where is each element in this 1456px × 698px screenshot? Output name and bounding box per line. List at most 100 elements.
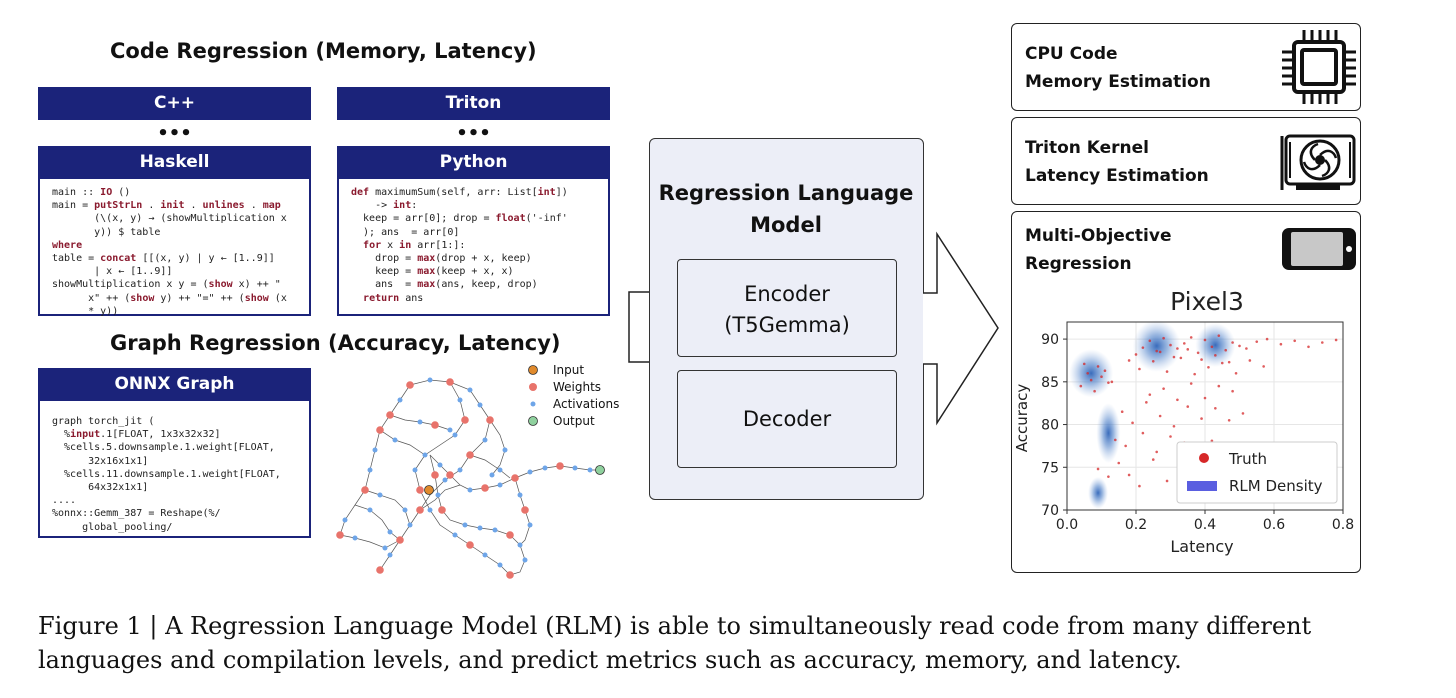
lang-cpp-header: C++ <box>38 87 311 120</box>
truth-point <box>1107 475 1110 478</box>
truth-point <box>1248 359 1252 362</box>
truth-point <box>1210 345 1214 349</box>
truth-point <box>1117 461 1121 465</box>
ellipsis-left: ••• <box>157 123 192 144</box>
output-node <box>595 465 605 475</box>
decoder-label: Decoder <box>742 407 832 431</box>
truth-point <box>1165 479 1169 483</box>
truth-point <box>1203 338 1207 342</box>
rlm-model-block: Regression Language Model Encoder (T5Gem… <box>649 138 924 500</box>
truth-point <box>1138 484 1141 488</box>
truth-point <box>1162 336 1165 340</box>
truth-point <box>1148 393 1152 396</box>
multi-label-line1: Multi-Objective <box>1025 226 1172 246</box>
encoder-label: Encoder <box>744 282 830 306</box>
truth-point <box>1262 365 1265 368</box>
y-tick-label: 80 <box>1041 418 1059 434</box>
y-tick-label: 70 <box>1041 503 1059 519</box>
gpu-card-icon <box>1280 134 1356 190</box>
truth-point <box>1189 336 1193 339</box>
truth-point <box>1103 369 1107 373</box>
truth-point <box>1127 359 1131 362</box>
legend-weights-icon <box>529 383 537 391</box>
graph-legend-markers <box>528 365 538 426</box>
legend-truth-marker <box>1199 453 1209 463</box>
triton-label-line2: Latency Estimation <box>1025 166 1209 186</box>
truth-point <box>1082 362 1086 366</box>
truth-point <box>1141 431 1145 435</box>
truth-point <box>1189 382 1193 385</box>
triton-latency-output: Triton Kernel Latency Estimation <box>1011 117 1361 205</box>
truth-point <box>1245 347 1248 350</box>
caption-line2: languages and compilation levels, and pr… <box>38 646 1182 674</box>
graph-legend: Input Weights Activations Output <box>526 362 636 434</box>
truth-point <box>1100 375 1103 378</box>
truth-point <box>1217 334 1221 337</box>
truth-point <box>1196 351 1200 355</box>
triton-label-line1: Triton Kernel <box>1025 138 1150 158</box>
truth-point <box>1165 370 1169 373</box>
truth-point <box>1169 343 1172 347</box>
truth-point <box>1217 384 1221 388</box>
truth-point <box>1172 355 1176 359</box>
onnx-code-panel: graph torch_jit ( %input.1[FLOAT, 1x3x32… <box>38 401 311 538</box>
x-tick-label: 0.4 <box>1194 517 1216 533</box>
cpu-label-line2: Memory Estimation <box>1025 72 1211 92</box>
code-regression-title: Code Regression (Memory, Latency) <box>110 39 537 63</box>
truth-point <box>1214 354 1217 357</box>
encoder-model-label: (T5Gemma) <box>724 313 850 337</box>
truth-point <box>1207 365 1210 369</box>
density-blob <box>1088 476 1109 509</box>
truth-point <box>1096 365 1100 368</box>
truth-point <box>1151 360 1155 363</box>
chart-title: Pixel3 <box>1170 287 1244 316</box>
truth-point <box>1321 341 1324 344</box>
decoder-block: Decoder <box>677 370 897 468</box>
onnx-code: graph torch_jit ( %input.1[FLOAT, 1x3x32… <box>52 416 281 533</box>
truth-point <box>1224 348 1227 352</box>
truth-point <box>1114 438 1117 442</box>
truth-point <box>1220 361 1224 365</box>
truth-point <box>1234 371 1238 375</box>
truth-point <box>1255 340 1259 343</box>
rlm-title-line2: Model <box>750 213 822 237</box>
graph-nodes <box>336 377 605 579</box>
truth-point <box>1107 381 1110 384</box>
truth-point <box>1227 360 1231 364</box>
truth-point <box>1186 348 1190 351</box>
truth-point <box>1134 353 1138 356</box>
x-axis-label: Latency <box>1170 537 1233 556</box>
haskell-code-panel: main :: IO () main = putStrLn . init . u… <box>38 179 311 317</box>
graph-regression-title: Graph Regression (Accuracy, Latency) <box>110 331 561 355</box>
truth-point <box>1193 372 1196 376</box>
truth-point <box>1169 435 1172 438</box>
legend-truth-label: Truth <box>1228 450 1267 468</box>
truth-point <box>1238 344 1241 348</box>
truth-point <box>1141 346 1145 349</box>
lang-haskell-header: Haskell <box>38 146 311 179</box>
chart-legend: Truth RLM Density <box>1176 441 1338 504</box>
y-tick-label: 85 <box>1041 375 1059 391</box>
truth-point <box>1155 349 1158 353</box>
lang-triton-header: Triton <box>337 87 610 120</box>
truth-point <box>1241 412 1245 415</box>
cpu-chip-icon <box>1282 30 1356 104</box>
truth-point <box>1151 458 1155 461</box>
truth-point <box>1231 341 1234 344</box>
legend-activations-icon <box>530 401 536 407</box>
truth-point <box>1155 450 1158 454</box>
figure-caption-line1: Figure 1 | A Regression Language Model (… <box>38 609 1311 643</box>
truth-point <box>1120 410 1124 414</box>
y-axis-label: Accuracy <box>1013 384 1031 453</box>
legend-density-label: RLM Density <box>1229 477 1323 495</box>
truth-point <box>1162 387 1165 390</box>
output-arrow <box>923 231 999 426</box>
x-tick-label: 0.8 <box>1332 517 1354 533</box>
truth-point <box>1176 398 1179 402</box>
truth-point <box>1231 389 1234 393</box>
x-tick-label: 0.2 <box>1125 517 1147 533</box>
legend-input-label: Input <box>553 363 585 377</box>
python-code: def maximumSum(self, arr: List[int]) -> … <box>351 187 568 304</box>
